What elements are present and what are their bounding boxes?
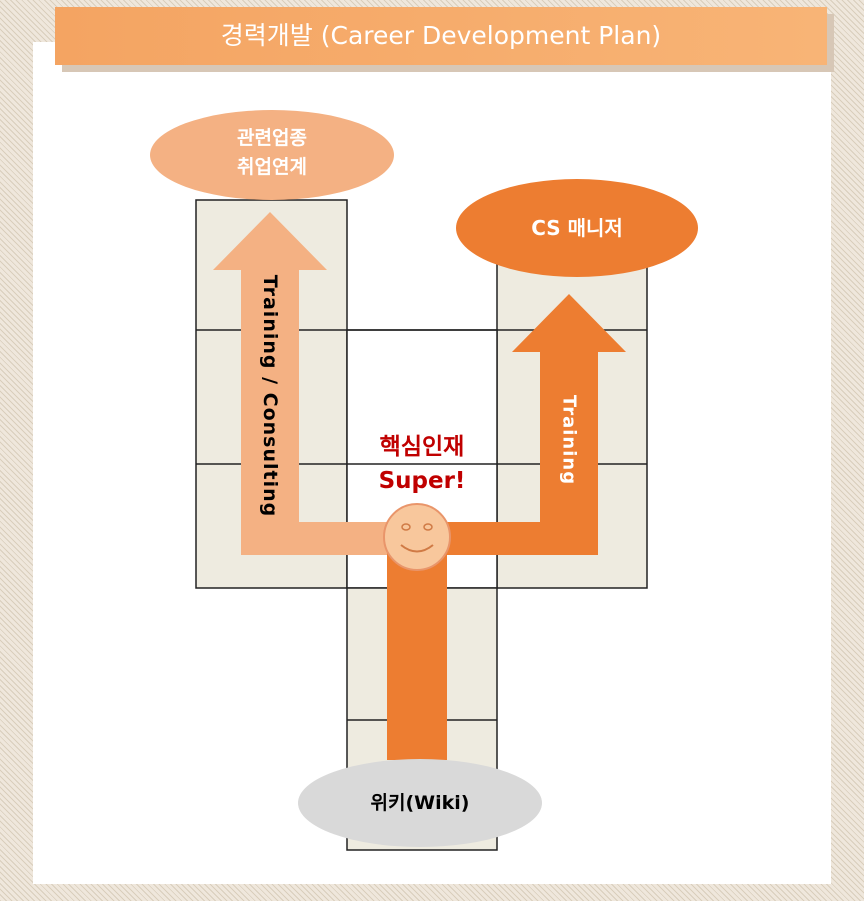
left-arrow-label: Training / Consulting: [259, 274, 281, 518]
node-wiki: [298, 759, 542, 847]
smiley-icon: [383, 503, 451, 571]
stem-arrow-body: [387, 550, 447, 760]
node-cs-manager: [456, 179, 698, 277]
right-arrow: [440, 294, 626, 555]
center-text-line1: 핵심인재: [379, 434, 465, 460]
left-arrow: [213, 212, 395, 555]
node-cs-manager-label: CS 매니저: [531, 216, 623, 240]
node-related-employment-label: 관련업종 취업연계: [172, 124, 372, 182]
node-related-employment-line1: 관련업종: [237, 127, 307, 149]
node-related-employment-line2: 취업연계: [237, 156, 307, 178]
right-arrow-label: Training: [558, 394, 580, 486]
node-wiki-label: 위키(Wiki): [370, 792, 470, 814]
title-banner: 경력개발 (Career Development Plan): [55, 7, 827, 65]
center-text: 핵심인재 Super!: [342, 430, 502, 498]
center-text-line2: Super!: [378, 468, 466, 494]
node-related-employment: [150, 110, 394, 200]
